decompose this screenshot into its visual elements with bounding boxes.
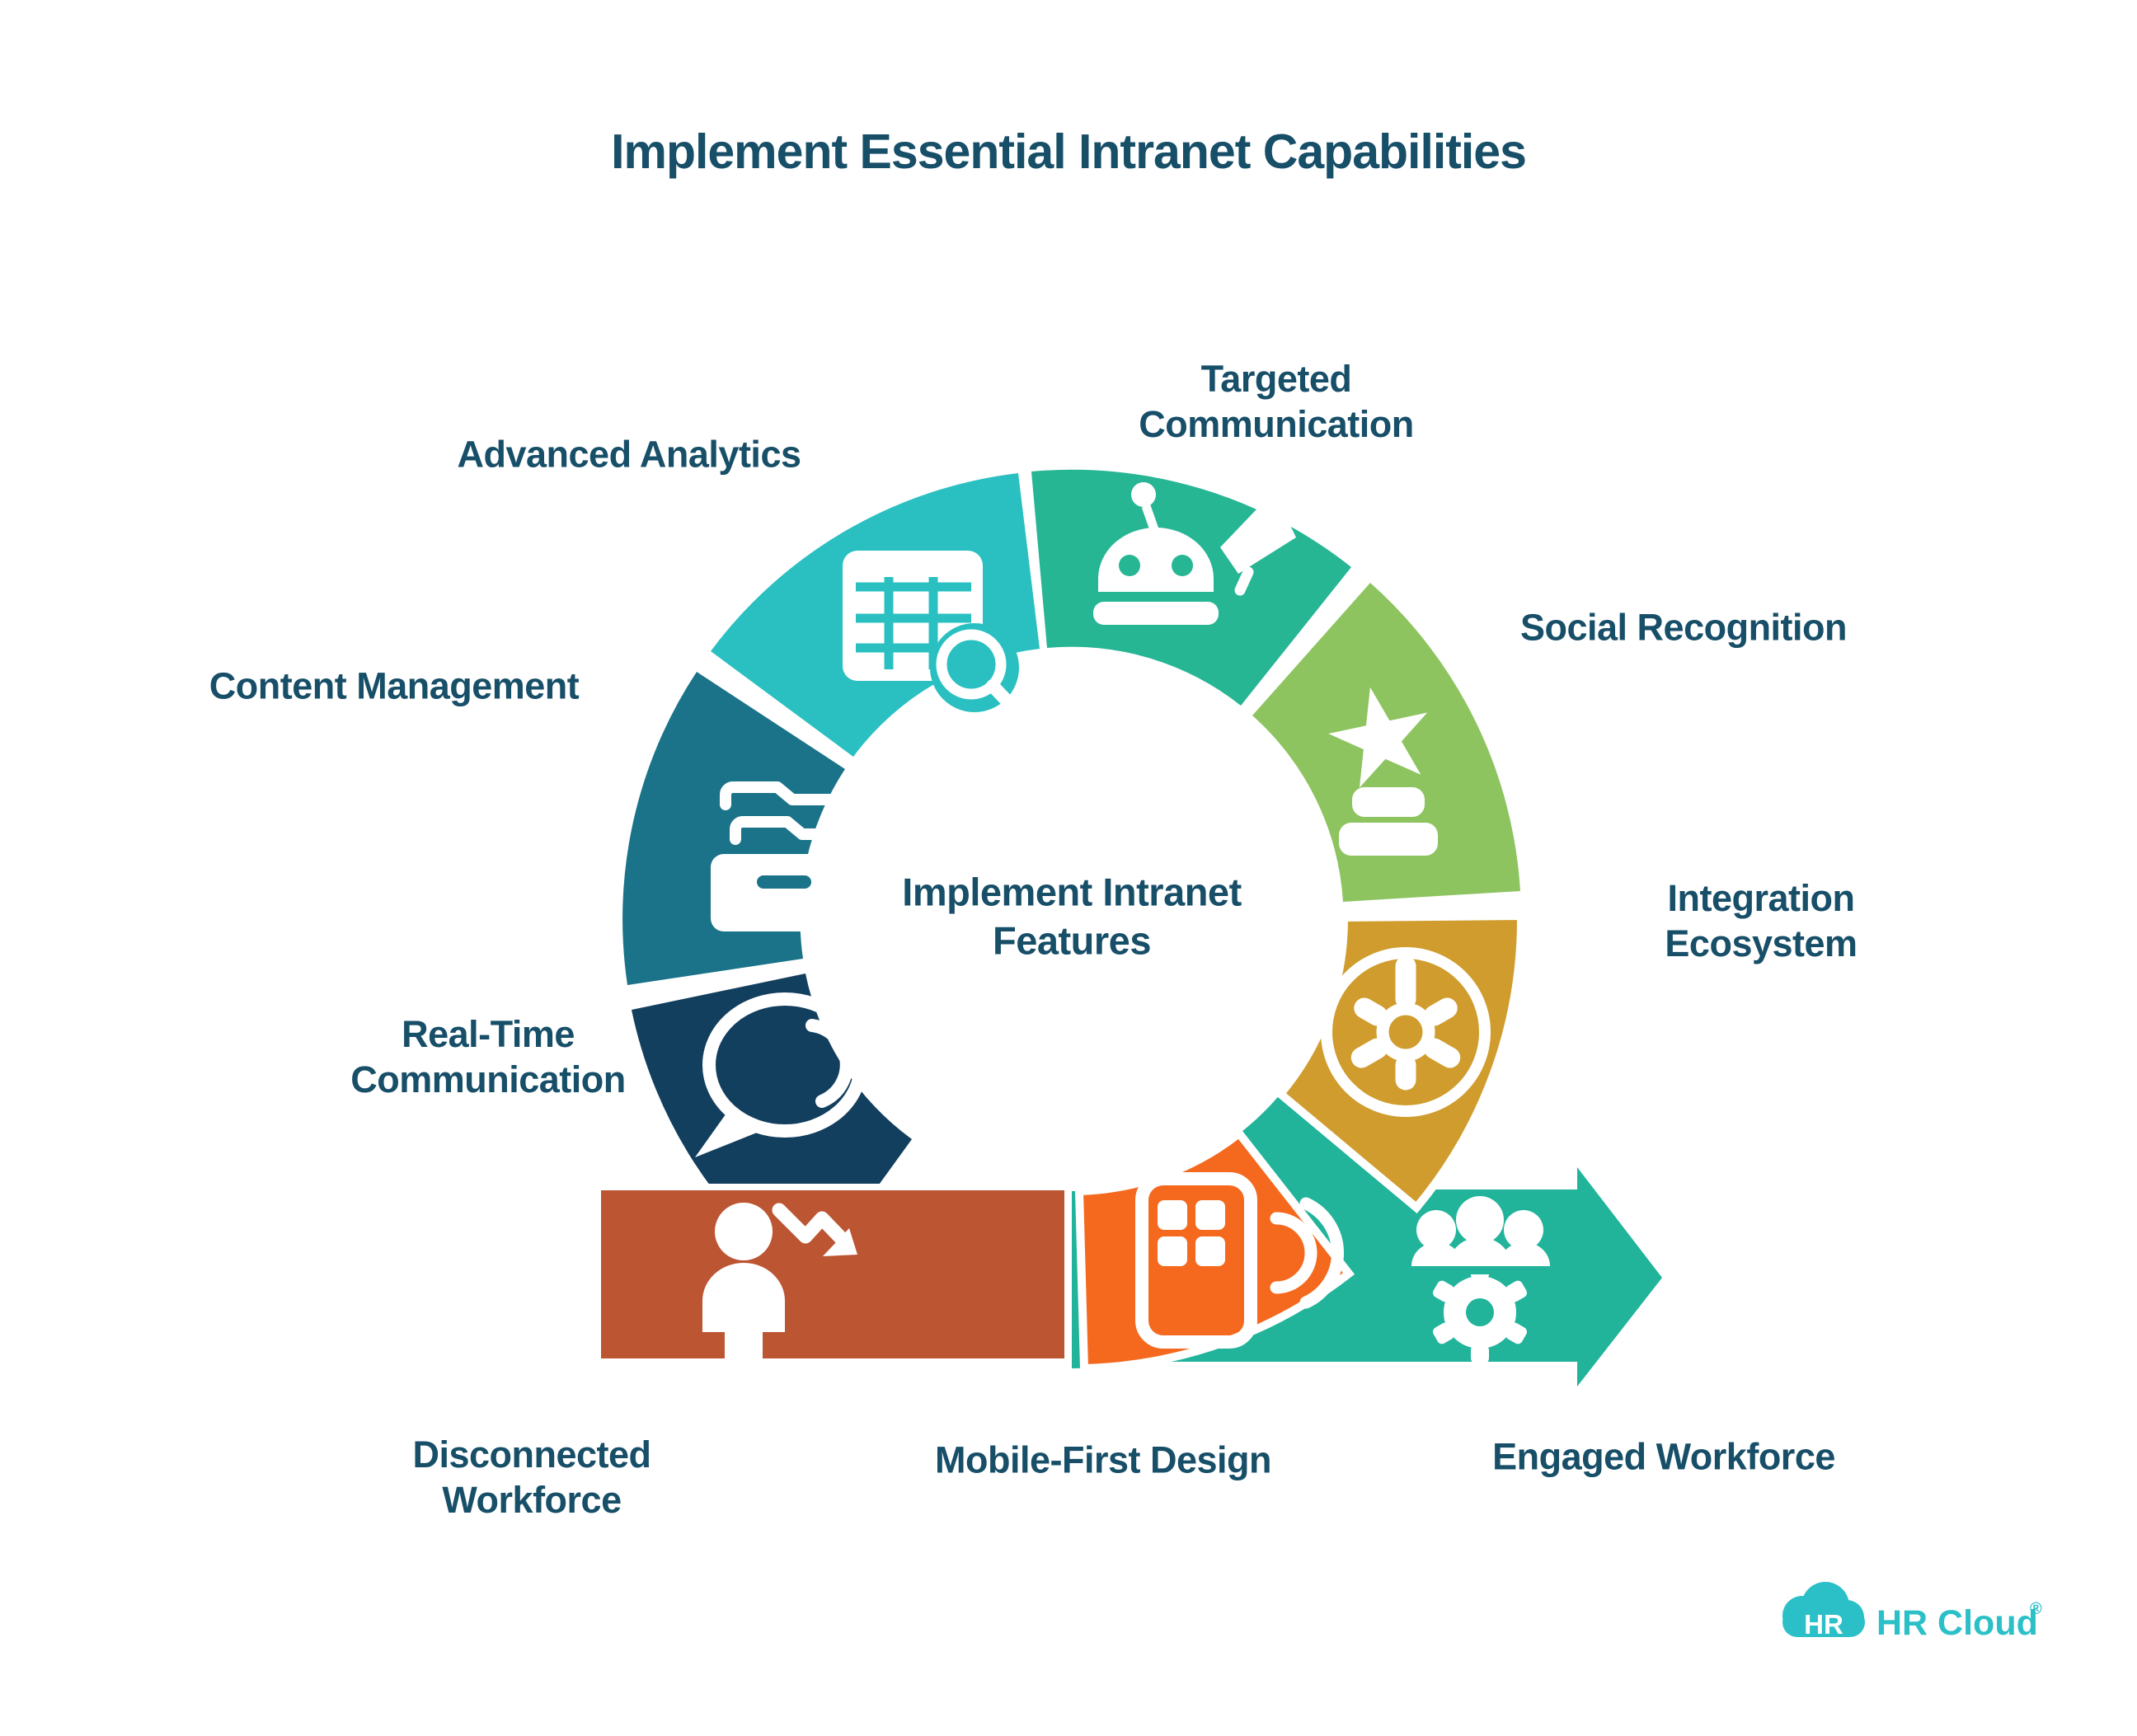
label-targeted-communication: Targeted Communication bbox=[1139, 358, 1414, 445]
segment-social-recognition bbox=[1252, 583, 1520, 902]
label-advanced-analytics: Advanced Analytics bbox=[457, 433, 801, 476]
label-social-recognition: Social Recognition bbox=[1519, 606, 1848, 649]
robot-megaphone-icon bbox=[1093, 482, 1296, 625]
hr-cloud-icon: HR bbox=[1782, 1582, 1865, 1640]
label-integration-ecosystem: Integration Ecosystem bbox=[1665, 877, 1858, 964]
team-gear-icon bbox=[1402, 1196, 1558, 1363]
label-engaged-workforce: Engaged Workforce bbox=[1492, 1435, 1835, 1478]
logo-badge-text: HR bbox=[1804, 1609, 1843, 1640]
label-mobile-first: Mobile-First Design bbox=[934, 1438, 1272, 1481]
label-disconnected-workforce: Disconnected Workforce bbox=[412, 1433, 651, 1521]
logo-name-text: HR Cloud bbox=[1876, 1603, 2038, 1643]
folders-archive-icon bbox=[711, 781, 857, 931]
chat-bubble-icon bbox=[695, 992, 867, 1157]
disconnected-workforce-block bbox=[594, 1184, 1071, 1365]
page-title: Implement Essential Intranet Capabilitie… bbox=[611, 124, 1527, 179]
gear-circle-icon bbox=[1321, 947, 1491, 1117]
label-realtime-communication: Real-Time Communication bbox=[350, 1013, 626, 1100]
center-label: Implement Intranet Features bbox=[902, 870, 1242, 962]
phone-signal-icon bbox=[1135, 1172, 1344, 1349]
logo-registered-mark: ® bbox=[2030, 1600, 2042, 1618]
table-search-icon bbox=[843, 551, 1029, 724]
person-decline-icon bbox=[702, 1203, 857, 1360]
hr-cloud-logo: HR HR Cloud ® bbox=[1782, 1582, 2042, 1643]
label-content-management: Content Management bbox=[209, 664, 580, 707]
